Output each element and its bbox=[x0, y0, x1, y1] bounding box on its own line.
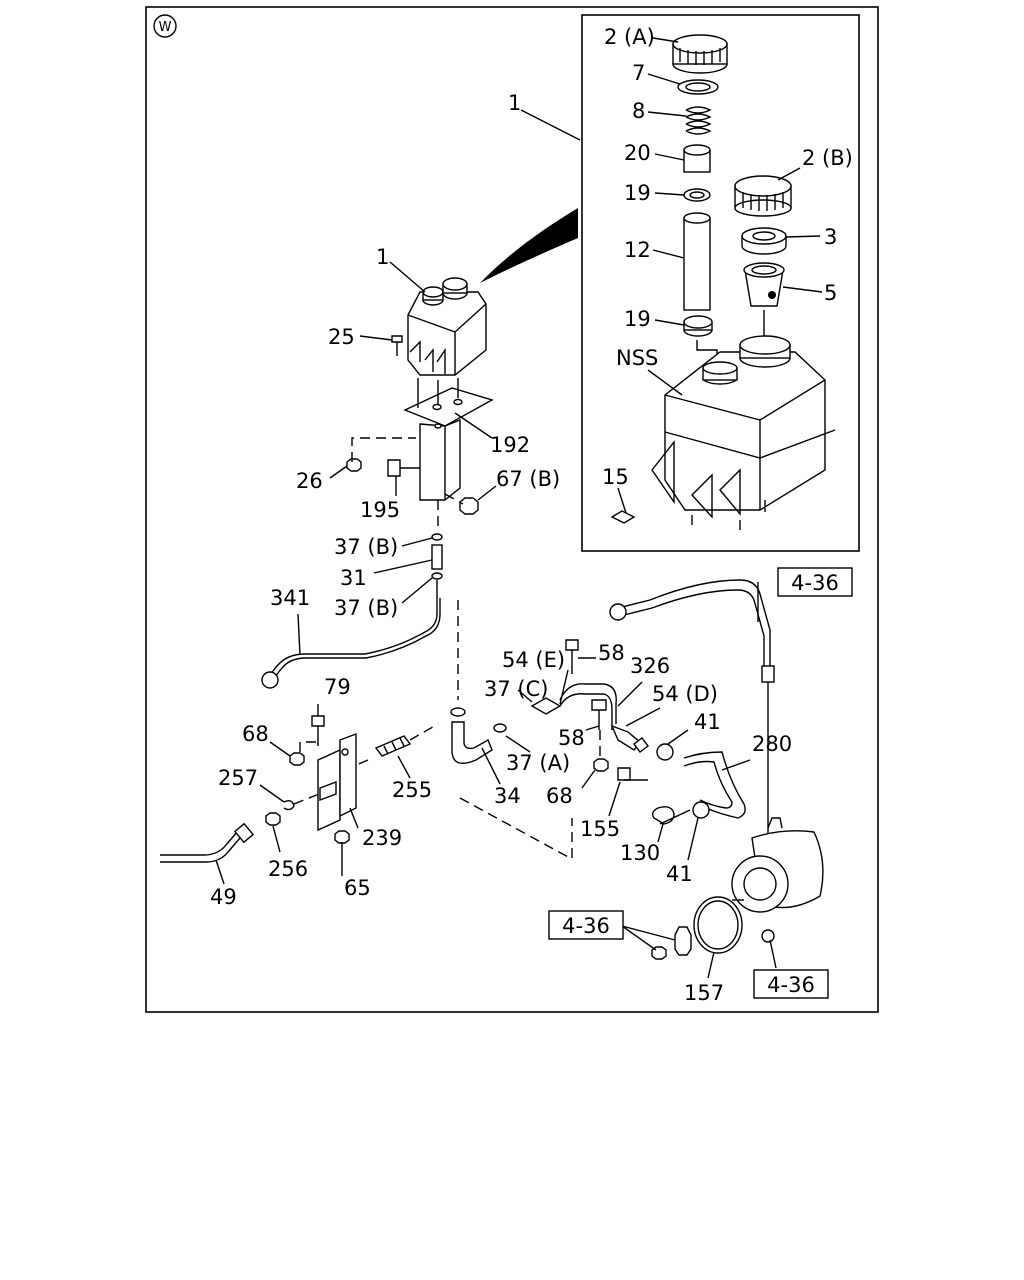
inset-frame bbox=[581, 14, 860, 552]
gasket-7-part bbox=[677, 79, 719, 95]
label-31: 31 bbox=[340, 566, 367, 590]
cap-2a-part bbox=[672, 34, 728, 74]
label-1-tank: 1 bbox=[376, 245, 389, 269]
label-15: 15 bbox=[602, 465, 629, 489]
pump-part bbox=[731, 817, 824, 943]
label-67b: 67 (B) bbox=[496, 467, 560, 491]
sleeve-20-part bbox=[683, 144, 711, 173]
spring-8-part bbox=[685, 106, 712, 135]
reservoir-body-part bbox=[651, 335, 836, 530]
label-256: 256 bbox=[268, 857, 308, 881]
inset-leaders bbox=[617, 37, 823, 514]
label-49: 49 bbox=[210, 885, 237, 909]
marker-circle bbox=[153, 14, 177, 38]
label-192: 192 bbox=[490, 433, 530, 457]
label-326: 326 bbox=[630, 654, 670, 678]
label-2b: 2 (B) bbox=[802, 146, 853, 170]
strainer-5-part bbox=[743, 262, 785, 307]
label-54e: 54 (E) bbox=[502, 648, 565, 672]
label-19b: 19 bbox=[624, 307, 651, 331]
marker-letter: W bbox=[159, 20, 172, 35]
label-54d: 54 (D) bbox=[652, 682, 718, 706]
label-34: 34 bbox=[494, 784, 521, 808]
label-58-upper: 58 bbox=[598, 641, 625, 665]
label-12: 12 bbox=[624, 238, 651, 262]
label-37a: 37 (A) bbox=[506, 751, 570, 775]
gear-part bbox=[674, 926, 692, 956]
label-155: 155 bbox=[580, 817, 620, 841]
callout-swoosh bbox=[480, 208, 578, 283]
label-37b-upper: 37 (B) bbox=[334, 535, 398, 559]
label-ref-upper: 4-36 bbox=[791, 571, 839, 595]
label-37c: 37 (C) bbox=[484, 677, 548, 701]
ref-box-upper bbox=[777, 567, 853, 597]
callout-labels: 2 (A) 7 8 20 2 (B) 19 3 12 5 19 NSS 15 1… bbox=[210, 25, 853, 1005]
label-2a: 2 (A) bbox=[604, 25, 655, 49]
label-25: 25 bbox=[328, 325, 355, 349]
cap-2b-part bbox=[734, 175, 792, 217]
label-nss: NSS bbox=[616, 346, 658, 370]
label-ref-left: 4-36 bbox=[562, 914, 610, 938]
label-280: 280 bbox=[752, 732, 792, 756]
label-37b-lower: 37 (B) bbox=[334, 596, 398, 620]
label-8: 8 bbox=[632, 99, 645, 123]
label-130: 130 bbox=[620, 841, 660, 865]
clip-15-part bbox=[610, 510, 636, 524]
label-255: 255 bbox=[392, 778, 432, 802]
label-341: 341 bbox=[270, 586, 310, 610]
label-157: 157 bbox=[684, 981, 724, 1005]
inset-parts bbox=[610, 34, 836, 530]
label-19a: 19 bbox=[624, 181, 651, 205]
tube-12-part bbox=[683, 212, 711, 311]
ring-19b-part bbox=[683, 315, 713, 337]
label-41-upper: 41 bbox=[694, 710, 721, 734]
ref-box-lower bbox=[753, 969, 829, 999]
label-58-lower: 58 bbox=[558, 726, 585, 750]
label-68-left: 68 bbox=[242, 722, 269, 746]
leader-1-inset bbox=[520, 109, 581, 141]
label-195: 195 bbox=[360, 498, 400, 522]
label-20: 20 bbox=[624, 141, 651, 165]
label-65: 65 bbox=[344, 876, 371, 900]
label-3: 3 bbox=[824, 225, 837, 249]
outer-frame bbox=[145, 6, 879, 1013]
ring-19a-part bbox=[683, 188, 711, 202]
label-26: 26 bbox=[296, 469, 323, 493]
label-257: 257 bbox=[218, 766, 258, 790]
ref-box-left bbox=[548, 910, 624, 940]
label-41-lower: 41 bbox=[666, 862, 693, 886]
label-ref-lower: 4-36 bbox=[767, 973, 815, 997]
seal-3-part bbox=[741, 227, 787, 255]
label-1-inset: 1 bbox=[508, 91, 521, 115]
label-7: 7 bbox=[632, 61, 645, 85]
label-68-mid: 68 bbox=[546, 784, 573, 808]
label-5: 5 bbox=[824, 281, 837, 305]
main-leaders bbox=[215, 261, 777, 979]
label-79: 79 bbox=[324, 675, 351, 699]
label-239: 239 bbox=[362, 826, 402, 850]
reservoir-assembly bbox=[160, 277, 824, 960]
